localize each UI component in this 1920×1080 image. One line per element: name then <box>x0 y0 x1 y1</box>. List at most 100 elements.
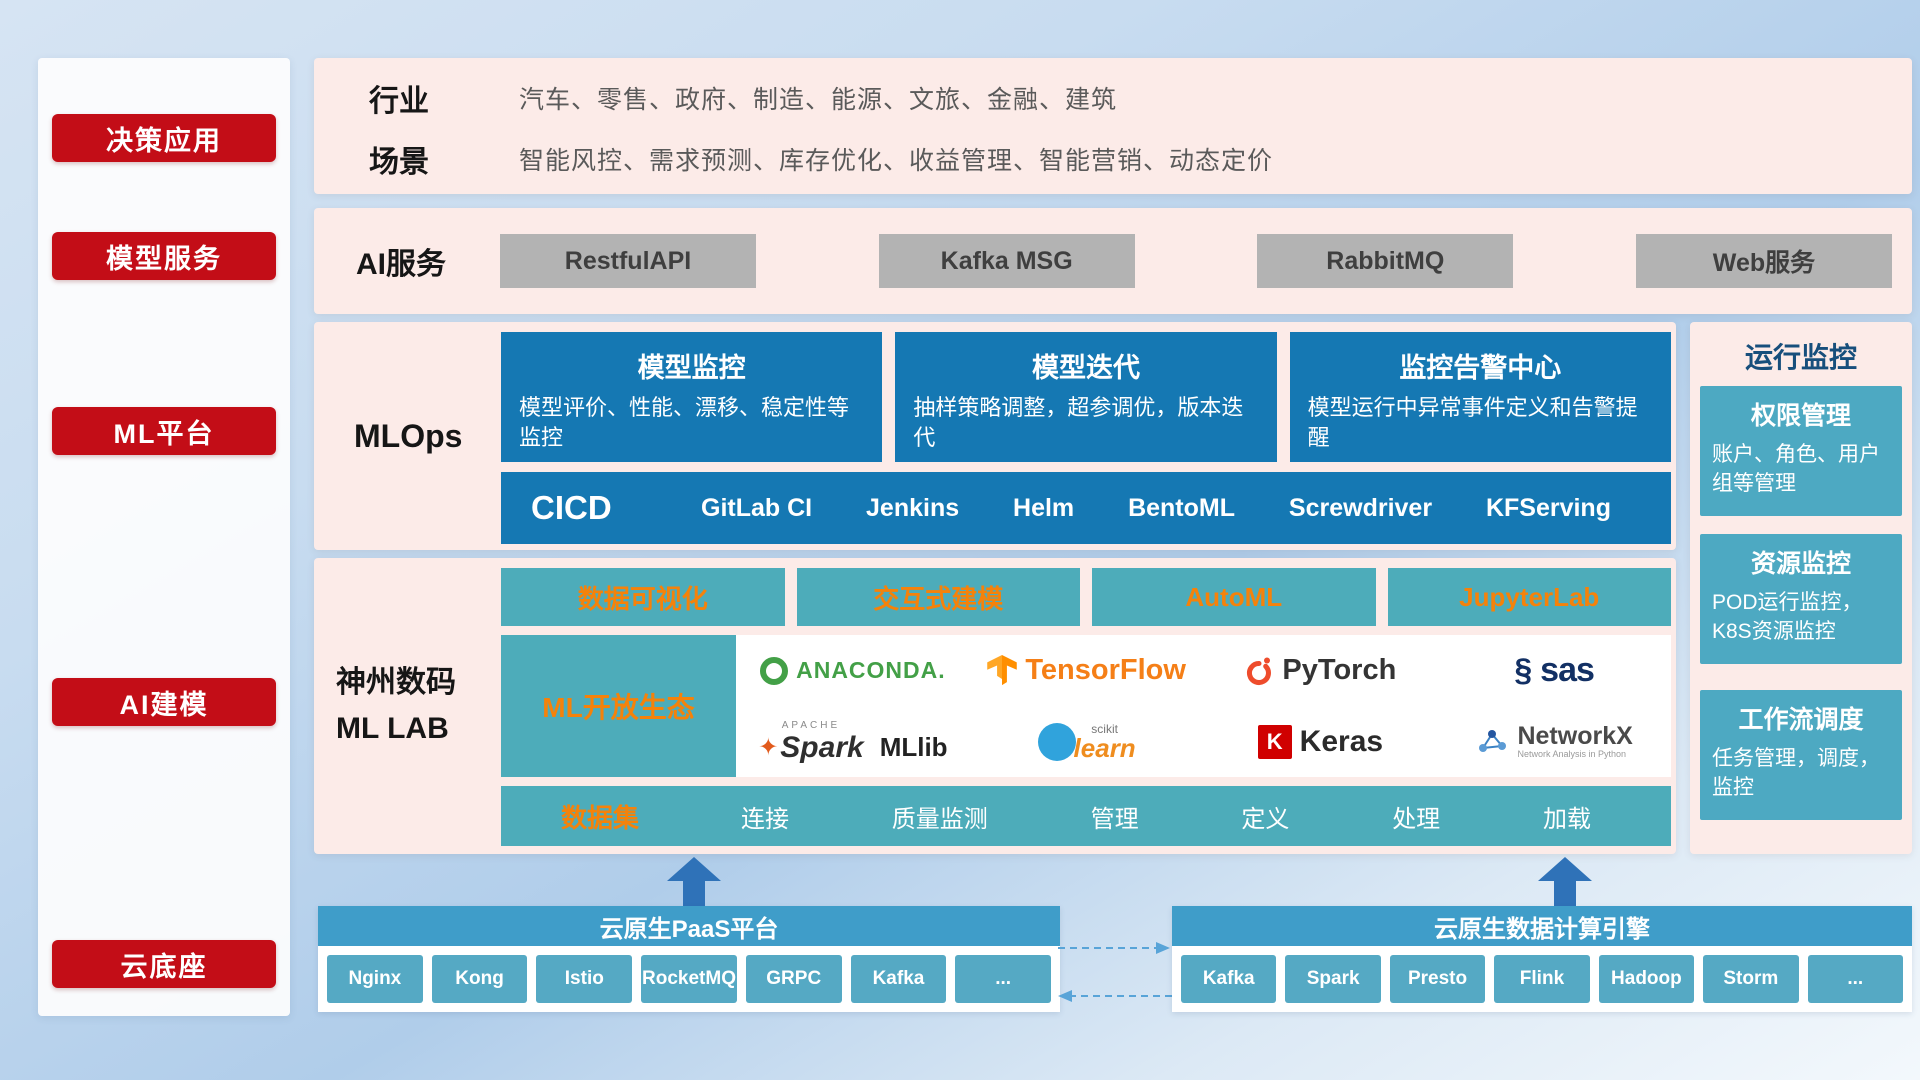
dataset-items: 连接 质量监测 管理 定义 处理 加载 <box>711 799 1671 834</box>
mllib-wordmark: MLlib <box>879 731 948 762</box>
dataset-define: 定义 <box>1241 805 1290 833</box>
pytorch-logo: PyTorch <box>1204 654 1438 688</box>
more-chip: ... <box>955 955 1052 1003</box>
card-title: 模型监控 <box>637 353 746 383</box>
spark-mllib-logo: APACHE ✦ Spark MLlib <box>736 719 970 763</box>
spark-chip: Spark <box>1285 955 1381 1003</box>
paas-platform-title: 云原生PaaS平台 <box>318 906 1060 946</box>
networkx-wordmark: NetworkX <box>1517 721 1633 750</box>
card-title: 工作流调度 <box>1738 706 1864 734</box>
automl-box: AutoML <box>1092 568 1376 626</box>
data-engine-title: 云原生数据计算引擎 <box>1172 906 1912 946</box>
model-iteration-card: 模型迭代 抽样策略调整，超参调优，版本迭代 <box>895 332 1277 462</box>
data-engine-block: 云原生数据计算引擎 Kafka Spark Presto Flink Hadoo… <box>1172 906 1912 1012</box>
card-desc: 抽样策略调整，超参调优，版本迭代 <box>913 395 1244 450</box>
dataset-process: 处理 <box>1392 805 1441 833</box>
up-arrow-right <box>1538 857 1592 907</box>
networkx-icon <box>1479 730 1507 753</box>
scenario-row: 场景 智能风控、需求预测、库存优化、收益管理、智能营销、动态定价 <box>314 131 1912 187</box>
card-desc: 任务管理，调度，监控 <box>1712 747 1880 800</box>
dataset-connect: 连接 <box>741 805 789 833</box>
card-desc: 模型评价、性能、漂移、稳定性等监控 <box>519 395 850 450</box>
tensorflow-icon <box>987 654 1018 685</box>
ml-lab-label: 神州数码 ML LAB <box>336 558 501 854</box>
web-service-box: Web服务 <box>1635 234 1892 288</box>
ml-lab-label-line2: ML LAB <box>336 712 449 745</box>
spark-logo: APACHE ✦ Spark <box>758 719 864 763</box>
ml-lab-label-line1: 神州数码 <box>336 665 456 699</box>
keras-logo: K Keras <box>1204 724 1438 759</box>
badge-cloud-base: 云底座 <box>52 940 276 988</box>
dataset-label: 数据集 <box>561 802 640 833</box>
dataset-row: 数据集 连接 质量监测 管理 定义 处理 加载 <box>501 786 1671 846</box>
paas-platform-items: Nginx Kong Istio RocketMQ GRPC Kafka ... <box>318 946 1060 1012</box>
helm-item: Helm <box>1013 493 1075 522</box>
kong-chip: Kong <box>431 955 528 1003</box>
scenario-list: 智能风控、需求预测、库存优化、收益管理、智能营销、动态定价 <box>519 147 1274 175</box>
modeling-tools-row: 数据可视化 交互式建模 AutoML JupyterLab <box>501 568 1671 626</box>
spark-star-icon: ✦ <box>758 733 779 761</box>
cicd-items: GitLab CI Jenkins Helm BentoML Screwdriv… <box>681 494 1671 523</box>
hadoop-chip: Hadoop <box>1598 955 1695 1003</box>
dataset-manage: 管理 <box>1090 805 1139 833</box>
rocketmq-chip: RocketMQ <box>641 955 737 1003</box>
run-monitoring-title: 运行监控 <box>1744 342 1857 373</box>
mlops-label: MLOps <box>354 417 463 454</box>
anaconda-icon <box>760 656 789 685</box>
more-chip: ... <box>1807 955 1903 1003</box>
card-desc: 账户、角色、用户组等管理 <box>1712 443 1880 496</box>
sas-logo: § sas <box>1437 651 1671 690</box>
badge-ml-platform: ML平台 <box>52 407 276 455</box>
ml-ecosystem-label: ML开放生态 <box>501 635 736 777</box>
rabbitmq-box: RabbitMQ <box>1257 234 1514 288</box>
pytorch-wordmark: PyTorch <box>1282 654 1397 686</box>
up-arrow-left <box>667 857 721 907</box>
grpc-chip: GRPC <box>745 955 842 1003</box>
tensorflow-logo: TensorFlow <box>970 654 1204 687</box>
ai-service-label: AI服务 <box>356 248 446 281</box>
pytorch-icon <box>1247 657 1272 685</box>
mlops-cards: 模型监控 模型评价、性能、漂移、稳定性等监控 模型迭代 抽样策略调整，超参调优，… <box>501 332 1671 462</box>
alert-center-card: 监控告警中心 模型运行中异常事件定义和告警提醒 <box>1289 332 1671 462</box>
tensorflow-wordmark: TensorFlow <box>1025 654 1186 686</box>
industry-scenario-panel: 行业 汽车、零售、政府、制造、能源、文旅、金融、建筑 场景 智能风控、需求预测、… <box>314 58 1912 194</box>
ml-lab-content: 数据可视化 交互式建模 AutoML JupyterLab ML开放生态 ANA… <box>501 568 1671 846</box>
model-monitoring-card: 模型监控 模型评价、性能、漂移、稳定性等监控 <box>501 332 883 462</box>
card-title: 监控告警中心 <box>1399 353 1562 383</box>
jupyterlab-box: JupyterLab <box>1387 568 1671 626</box>
scikit-learn-icon <box>1037 722 1076 761</box>
flink-chip: Flink <box>1494 955 1590 1003</box>
run-monitoring-panel: 运行监控 权限管理 账户、角色、用户组等管理 资源监控 POD运行监控，K8S资… <box>1690 322 1912 854</box>
logo-row-1: ANACONDA. TensorFlow <box>736 635 1671 706</box>
learn-text: learn <box>1073 732 1136 763</box>
jenkins-item: Jenkins <box>866 493 960 522</box>
scikit-learn-logo: scikit learn <box>970 721 1204 763</box>
anaconda-wordmark: ANACONDA. <box>796 657 946 683</box>
istio-chip: Istio <box>536 955 633 1003</box>
kfserving-item: KFServing <box>1485 493 1611 522</box>
badge-decision-application: 决策应用 <box>52 114 276 162</box>
cicd-label: CICD <box>531 489 612 526</box>
industry-label: 行业 <box>369 85 429 118</box>
keras-k-icon: K <box>1257 724 1292 759</box>
screwdriver-item: Screwdriver <box>1288 493 1433 522</box>
kafka-msg-box: Kafka MSG <box>878 234 1135 288</box>
workflow-scheduling-card: 工作流调度 任务管理，调度，监控 <box>1700 690 1902 820</box>
mlops-panel: MLOps 模型监控 模型评价、性能、漂移、稳定性等监控 模型迭代 抽样策略调整… <box>314 322 1676 550</box>
ml-lab-panel: 神州数码 ML LAB 数据可视化 交互式建模 AutoML JupyterLa… <box>314 558 1676 854</box>
apache-text: APACHE <box>781 719 841 731</box>
data-flow-arrows <box>1058 942 1172 1002</box>
data-visualization-box: 数据可视化 <box>501 568 785 626</box>
bentoml-item: BentoML <box>1128 493 1235 522</box>
sas-wordmark: sas <box>1540 651 1595 689</box>
ml-ecosystem-row: ML开放生态 ANACONDA. TensorFlow <box>501 635 1671 777</box>
resource-monitoring-card: 资源监控 POD运行监控，K8S资源监控 <box>1700 534 1902 664</box>
interactive-modeling-box: 交互式建模 <box>796 568 1080 626</box>
card-title: 权限管理 <box>1750 402 1851 430</box>
nginx-chip: Nginx <box>327 955 423 1003</box>
badge-model-service: 模型服务 <box>52 232 276 280</box>
card-title: 资源监控 <box>1750 550 1851 578</box>
scikit-text: scikit <box>1091 721 1118 736</box>
gitlab-ci-item: GitLab CI <box>701 493 813 522</box>
